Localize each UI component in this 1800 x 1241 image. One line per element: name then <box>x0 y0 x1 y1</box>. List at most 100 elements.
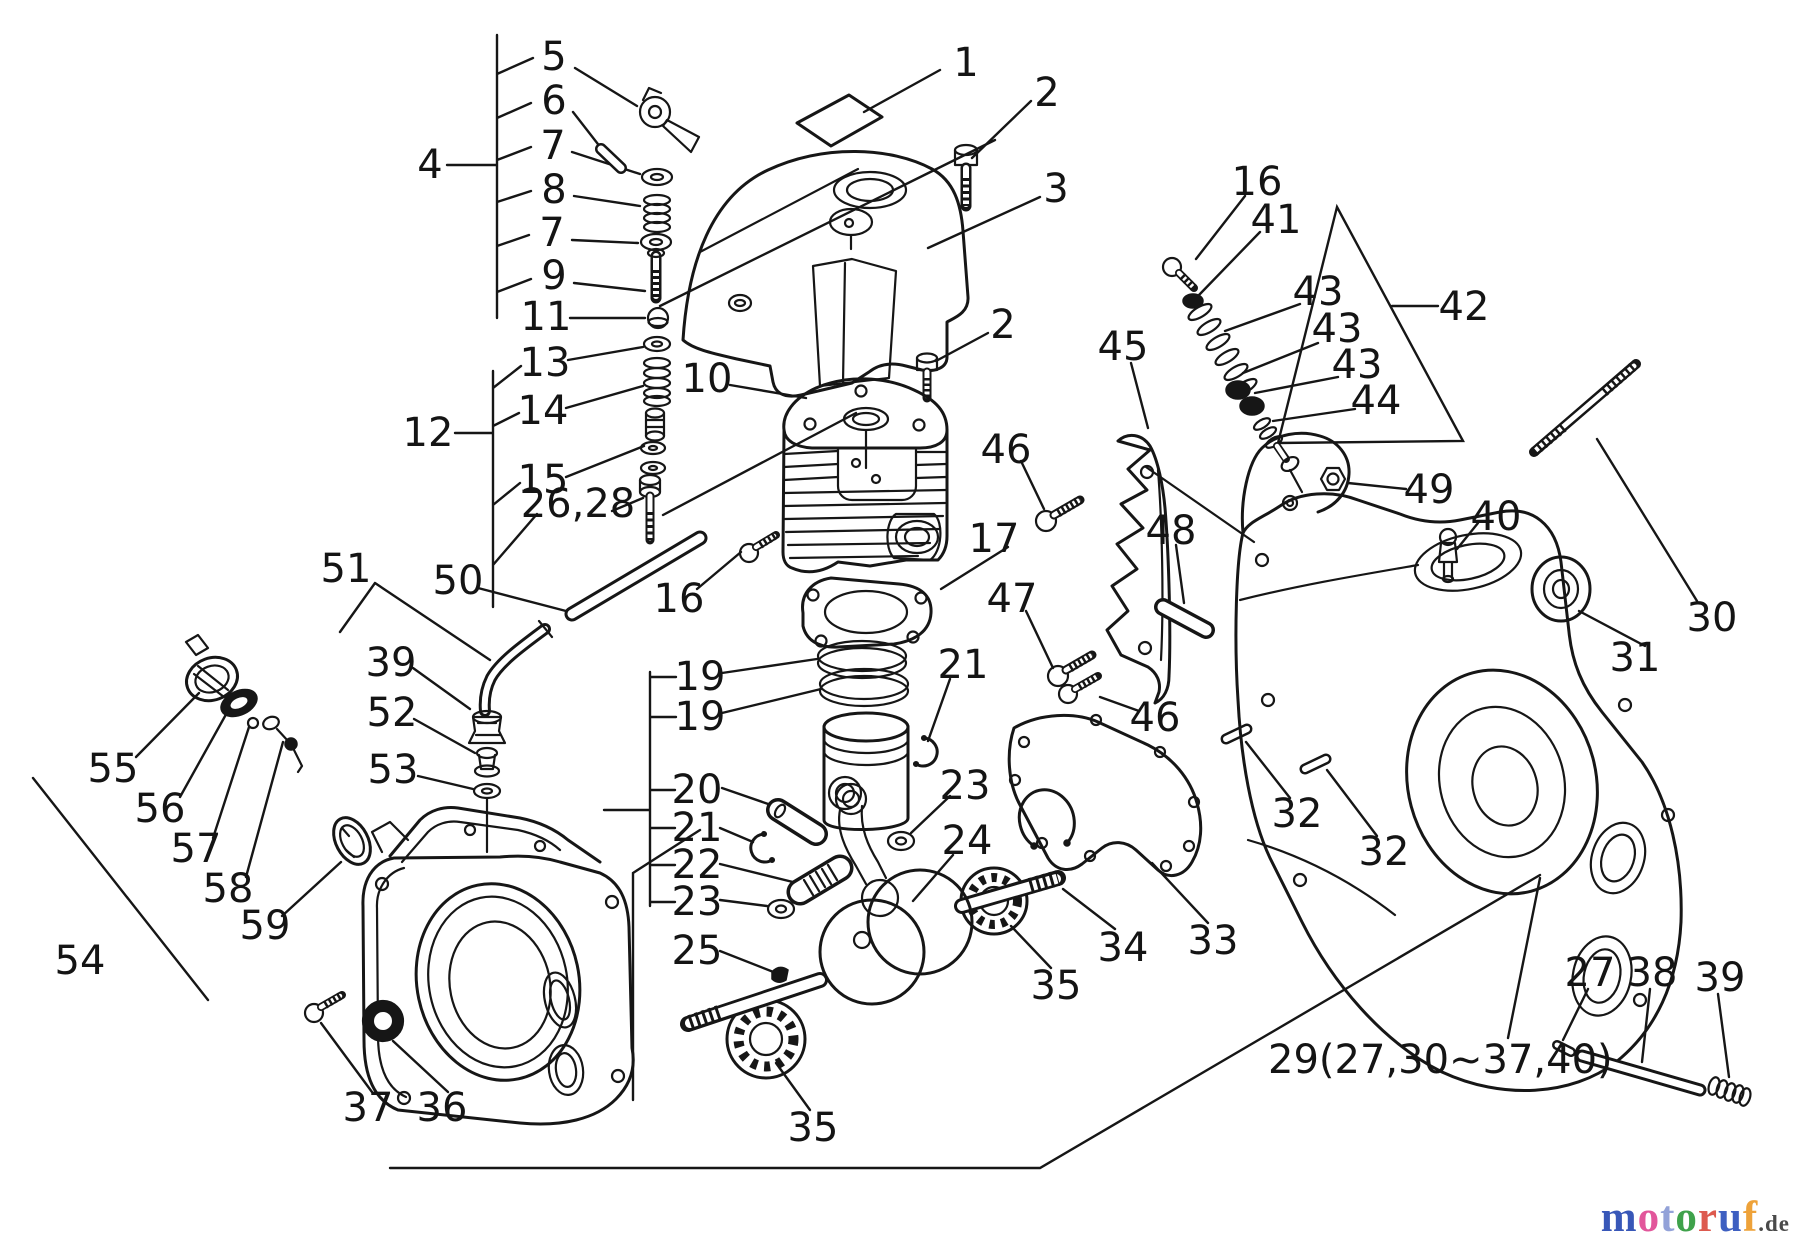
part-label-53-33: 33 <box>1188 918 1239 964</box>
part-washer-7a <box>640 167 674 187</box>
part-label-41-19: 19 <box>675 654 726 700</box>
logo-letter-0: m <box>1600 1194 1638 1241</box>
part-label-19-13: 13 <box>520 340 571 386</box>
part-fuel-line-group-51 <box>467 530 708 854</box>
part-bolt-26-28 <box>638 473 662 545</box>
part-spring-8 <box>642 193 672 234</box>
part-label-plate-1 <box>795 93 884 148</box>
part-label-32-51: 51 <box>321 546 372 592</box>
part-label-56-25: 25 <box>672 928 723 974</box>
part-label-46-23: 23 <box>940 763 991 809</box>
part-label-40-21: 21 <box>938 642 989 688</box>
border-group-29 <box>388 873 1542 1170</box>
part-stud-30 <box>1529 359 1641 457</box>
part-label-8-2: 2 <box>1034 70 1059 116</box>
part-label-0-5: 5 <box>541 34 566 80</box>
part-pipe-48 <box>1154 598 1215 639</box>
part-label-1-6: 6 <box>541 78 566 124</box>
part-label-24-46: 46 <box>981 427 1032 473</box>
motoruf-logo: motoruf.de <box>1601 1196 1790 1239</box>
part-gasket-17 <box>801 576 933 649</box>
part-spring-14 <box>642 356 672 408</box>
part-label-59-46: 46 <box>1130 695 1181 741</box>
part-ball-57 <box>246 716 260 730</box>
part-label-38-52: 52 <box>367 690 418 736</box>
logo-letter-1: o <box>1637 1194 1661 1241</box>
part-label-13-43: 43 <box>1312 306 1363 352</box>
part-woodruff-key-25 <box>771 966 789 983</box>
part-label-33-49: 49 <box>1404 467 1455 513</box>
group-brackets <box>31 33 1542 1170</box>
part-bolt-2-top <box>953 143 979 212</box>
part-right-crankcase-29 <box>1144 431 1683 1093</box>
part-washer-13 <box>642 335 672 353</box>
part-label-3-4: 4 <box>417 142 442 188</box>
part-label-31-16: 16 <box>654 576 705 622</box>
part-label-62-35: 35 <box>788 1105 839 1151</box>
part-label-39-53: 53 <box>368 747 419 793</box>
part-label-66-38: 38 <box>1627 950 1678 996</box>
part-label-4-8: 8 <box>541 167 566 213</box>
part-label-14-43: 43 <box>1332 342 1383 388</box>
part-label-36-31: 31 <box>1610 635 1661 681</box>
part-label-64-36: 36 <box>417 1085 468 1131</box>
part-label-43-55: 55 <box>88 746 139 792</box>
part-label-30-50: 50 <box>433 558 484 604</box>
part-left-crankcase <box>361 806 635 1126</box>
bracket-group-4 <box>445 33 535 320</box>
part-label-34-40: 40 <box>1471 494 1522 540</box>
part-fuel-filter-group <box>1552 1040 1752 1107</box>
part-label-51-58: 58 <box>203 866 254 912</box>
part-label-47-21: 21 <box>672 805 723 851</box>
part-label-25-15: 15 <box>518 457 569 503</box>
part-pin-6 <box>595 143 627 174</box>
part-label-58-54: 54 <box>55 938 106 984</box>
part-label-10-16: 16 <box>1232 159 1283 205</box>
part-crankshaft-24 <box>680 782 1066 1032</box>
construction-line-a <box>658 138 997 308</box>
bracket-group-54 <box>31 776 210 1002</box>
part-label-9-3: 3 <box>1043 166 1068 212</box>
part-label-60-32: 32 <box>1272 791 1323 837</box>
part-label-65-27: 27 <box>1565 950 1616 996</box>
construction-line-b <box>661 411 858 517</box>
part-bolt-2-mid <box>915 352 939 403</box>
logo-letter-6: f <box>1742 1194 1759 1241</box>
part-label-61-32: 32 <box>1359 829 1410 875</box>
part-bolt-46-top <box>1034 495 1085 533</box>
part-bolt-16-mid <box>738 531 780 564</box>
part-label-23-12: 12 <box>403 410 454 456</box>
part-label-21-2: 2 <box>990 302 1015 348</box>
part-label-28-47: 47 <box>987 576 1038 622</box>
part-label-6-9: 9 <box>541 253 566 299</box>
part-pickup-ring-59 <box>332 816 372 866</box>
part-bolt-37 <box>303 991 346 1024</box>
part-cylinder-cover-3 <box>681 150 970 398</box>
part-label-68-29(27,30~37,40): 29(27,30~37,40) <box>1268 1037 1613 1083</box>
logo-letter-4: r <box>1697 1194 1718 1241</box>
part-label-49-24: 24 <box>942 818 993 864</box>
logo-letter-3: o <box>1675 1194 1698 1241</box>
logo-letter-2: t <box>1660 1194 1676 1241</box>
part-tensioner-stack-42 <box>1161 256 1304 494</box>
part-label-50-22: 22 <box>672 842 723 888</box>
part-label-29-48: 48 <box>1146 508 1197 554</box>
part-oil-seal-36 <box>361 999 405 1043</box>
bracket-group-12 <box>453 364 539 609</box>
part-label-7-1: 1 <box>953 40 978 86</box>
part-label-27-17: 17 <box>969 516 1020 562</box>
part-screw-9 <box>646 247 666 304</box>
part-label-2-7: 7 <box>540 123 565 169</box>
part-label-54-23: 23 <box>672 879 723 925</box>
part-label-5-7: 7 <box>539 210 564 256</box>
part-label-35-30: 30 <box>1687 595 1738 641</box>
part-label-12-43: 43 <box>1293 269 1344 315</box>
part-piston-group-18 <box>749 639 939 920</box>
part-label-48-57: 57 <box>171 826 222 872</box>
part-bolt-46-bottom <box>1057 672 1102 705</box>
part-bumper-spike-45 <box>1105 433 1172 705</box>
part-washer-7b <box>639 232 673 252</box>
